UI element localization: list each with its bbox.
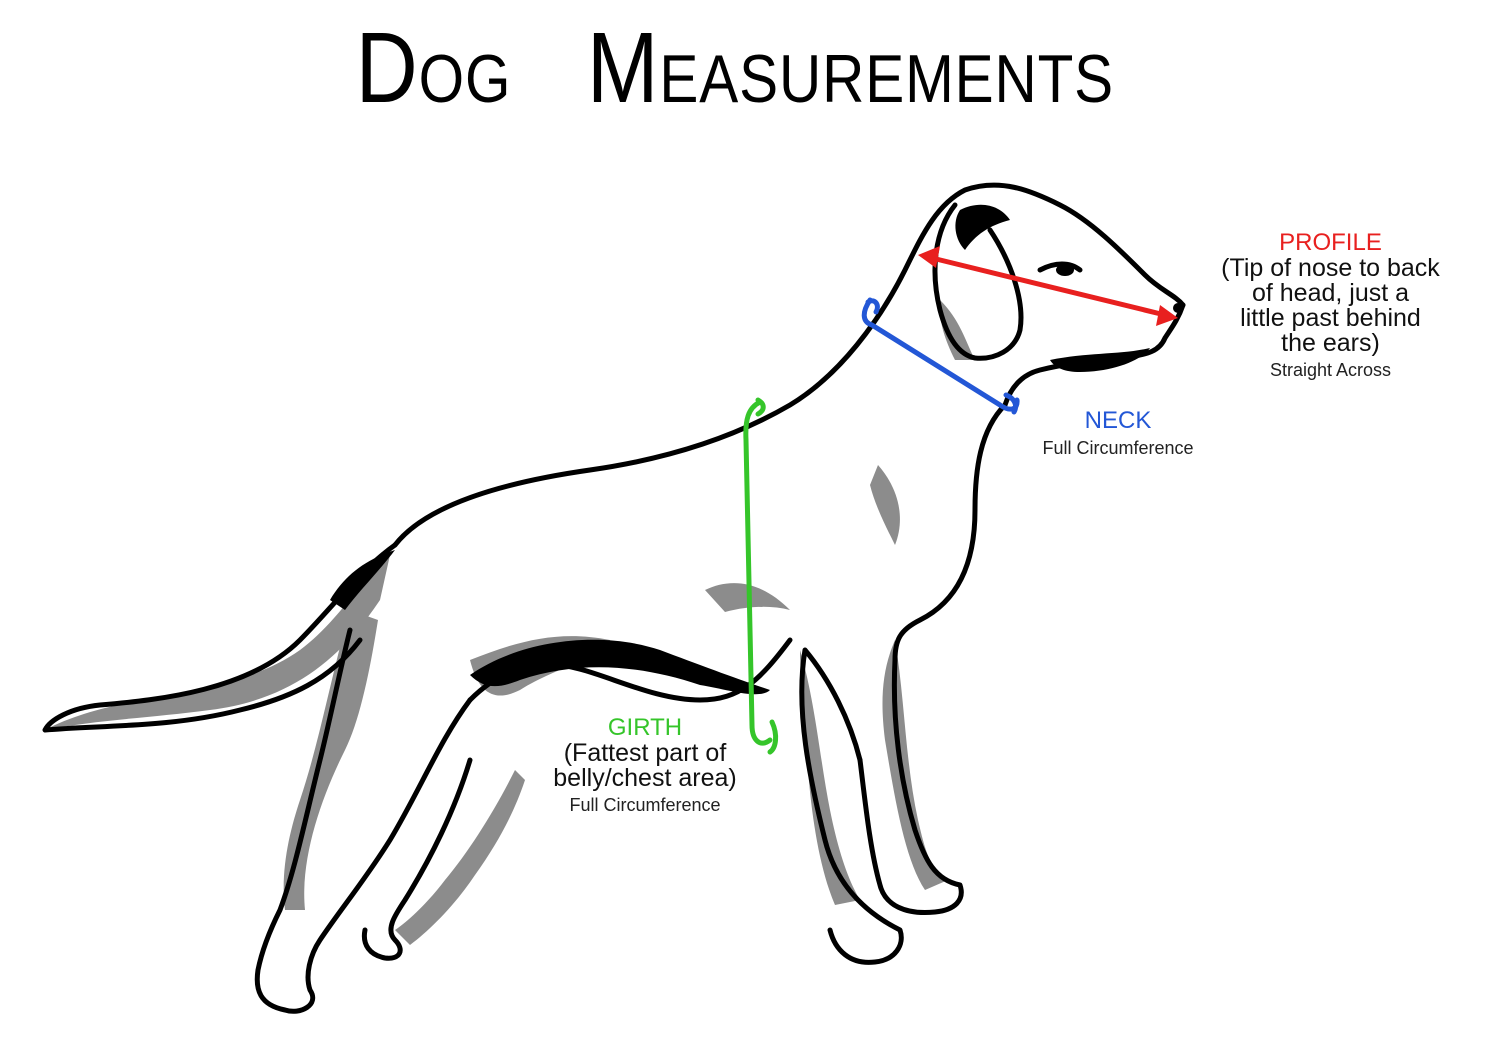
profile-note: Straight Across — [1269, 360, 1392, 380]
dog-shading — [45, 300, 975, 945]
hind-leg-outline — [254, 627, 473, 1014]
nose-icon — [1173, 303, 1183, 313]
title-word-measurements: MEASUREMENTS — [587, 18, 1114, 118]
profile-description-line-1: (Tip of nose to back — [1221, 254, 1440, 282]
front-leg-shadow — [882, 640, 948, 890]
ear-dark-accent — [955, 204, 1010, 250]
page-title: DOG MEASUREMENTS — [0, 18, 1500, 118]
hind-leg-far-outline — [361, 757, 473, 961]
profile-description-line-4: the ears) — [1281, 329, 1380, 357]
title-rest-easurements: EASUREMENTS — [659, 41, 1115, 117]
title-initial-m: M — [586, 12, 660, 124]
shoulder-shadow — [870, 465, 900, 545]
back-and-head-outline — [392, 182, 1186, 548]
girth-note: Full Circumference — [569, 795, 721, 815]
tail-outline — [42, 542, 398, 733]
neck-label: NECK Full Circumference — [1018, 408, 1218, 459]
front-leg-far-outline — [799, 647, 904, 965]
throat-chest-outline — [892, 402, 1008, 663]
profile-description-line-2: of head, just a — [1251, 279, 1410, 307]
ear-shadow — [939, 300, 975, 360]
girth-label: GIRTH (Fattest part of belly/chest area)… — [540, 715, 750, 816]
dog-dark-accents — [330, 204, 1150, 695]
neck-heading: NECK — [1084, 407, 1152, 434]
dog-outline — [42, 182, 1186, 1014]
snout-outline — [1002, 302, 1186, 408]
girth-measure-loop — [743, 397, 779, 755]
tail-shadow — [45, 555, 390, 730]
profile-description-line-3: little past behind — [1240, 304, 1421, 332]
neck-note: Full Circumference — [1042, 438, 1194, 458]
front-leg-near-outline — [857, 657, 964, 916]
brow-line — [1037, 261, 1083, 273]
back-leg-shadow — [283, 610, 378, 910]
profile-measure-arrow — [918, 246, 1178, 326]
profile-arrowhead-back-icon — [918, 246, 940, 268]
title-initial-d: D — [355, 12, 419, 124]
profile-label: PROFILE (Tip of nose to back of head, ju… — [1198, 230, 1463, 381]
title-rest-og: OG — [418, 41, 512, 117]
girth-heading: GIRTH — [607, 714, 683, 741]
title-word-dog: DOG — [356, 18, 512, 118]
girth-description-line-1: (Fattest part of — [563, 739, 727, 767]
eye-icon — [1056, 264, 1074, 276]
hind-far-leg-shadow — [395, 770, 525, 945]
belly-dark-accent — [470, 639, 770, 695]
belly-outline — [467, 637, 793, 703]
neck-measure-loop — [861, 297, 1020, 415]
tail-dark-accent — [330, 550, 395, 610]
profile-heading: PROFILE — [1279, 229, 1382, 256]
girth-description-line-2: belly/chest area) — [553, 764, 737, 792]
profile-arrowhead-front-icon — [1156, 305, 1178, 326]
